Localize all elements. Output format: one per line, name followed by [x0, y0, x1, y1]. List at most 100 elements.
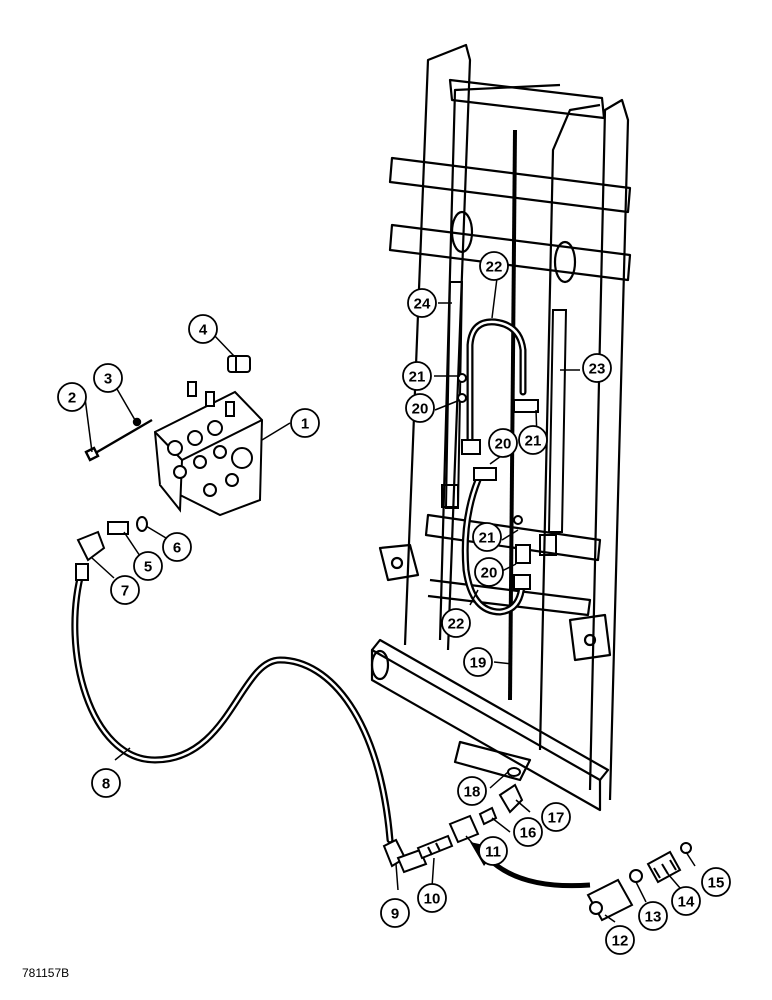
callout-circle — [188, 314, 218, 344]
callout-11: 11 — [478, 836, 508, 866]
leader-lines — [84, 277, 696, 923]
callout-number: 20 — [481, 565, 498, 582]
callout-9: 9 — [380, 898, 410, 928]
callout-circle — [671, 886, 701, 916]
callout-circle — [463, 647, 493, 677]
callout-number: 8 — [102, 776, 110, 793]
figure-id: 781157B — [22, 966, 70, 980]
callout-number: 11 — [485, 844, 501, 861]
callout-13: 13 — [638, 901, 668, 931]
callout-circle — [457, 776, 487, 806]
callout-4: 4 — [188, 314, 218, 344]
callout-circle — [57, 382, 87, 412]
callout-number: 13 — [645, 909, 662, 926]
mast-assembly — [370, 43, 632, 812]
callout-circle — [162, 532, 192, 562]
callout-circle — [93, 363, 123, 393]
callout-21: 21 — [402, 361, 432, 391]
callout-number: 20 — [412, 401, 429, 418]
callout-20: 20 — [488, 428, 518, 458]
callout-number: 22 — [486, 259, 503, 276]
callout-number: 5 — [144, 559, 152, 576]
callout-17: 17 — [541, 802, 571, 832]
callout-number: 20 — [495, 436, 512, 453]
callout-number: 3 — [104, 371, 112, 388]
callout-16: 16 — [513, 817, 543, 847]
callout-3: 3 — [93, 363, 123, 393]
callout-number: 2 — [68, 390, 76, 407]
callout-1: 1 — [290, 408, 320, 438]
callout-22: 22 — [479, 251, 509, 281]
callout-circle — [290, 408, 320, 438]
control-valve — [153, 381, 264, 517]
check-valve-parts — [416, 814, 480, 860]
callout-19: 19 — [463, 647, 493, 677]
callout-number: 4 — [199, 322, 208, 339]
callout-14: 14 — [671, 886, 701, 916]
callout-6: 6 — [162, 532, 192, 562]
callout-circle — [474, 557, 504, 587]
plug-fitting — [227, 355, 251, 373]
long-hose — [71, 566, 394, 844]
callout-7: 7 — [110, 575, 140, 605]
callout-circle — [605, 925, 635, 955]
callout-number: 23 — [589, 361, 606, 378]
hose-end-fittings — [75, 563, 428, 874]
callout-18: 18 — [457, 776, 487, 806]
mounting-bolt — [84, 417, 153, 462]
callout-group: 1234567891011121314151617181920202021212… — [57, 251, 731, 955]
callout-12: 12 — [605, 925, 635, 955]
callout-number: 9 — [391, 906, 399, 923]
callout-circle — [380, 898, 410, 928]
callout-15: 15 — [701, 867, 731, 897]
callout-circle — [472, 522, 502, 552]
callout-number: 7 — [121, 583, 129, 600]
callout-number: 6 — [173, 540, 181, 557]
callout-circle — [513, 817, 543, 847]
callout-number: 21 — [525, 433, 542, 450]
callout-circle — [405, 393, 435, 423]
callout-circle — [478, 836, 508, 866]
callout-circle — [441, 608, 471, 638]
callout-number: 18 — [464, 784, 481, 801]
callout-22: 22 — [441, 608, 471, 638]
callout-circle — [91, 768, 121, 798]
callout-circle — [582, 353, 612, 383]
callout-circle — [417, 883, 447, 913]
callout-number: 16 — [520, 825, 537, 842]
callout-circle — [638, 901, 668, 931]
callout-circle — [110, 575, 140, 605]
callout-24: 24 — [407, 288, 437, 318]
callout-number: 21 — [409, 369, 426, 386]
mast-tee-fittings — [457, 373, 539, 590]
callout-20: 20 — [405, 393, 435, 423]
callout-circle — [488, 428, 518, 458]
callout-circle — [402, 361, 432, 391]
callout-number: 19 — [470, 655, 487, 672]
callout-number: 10 — [424, 891, 441, 908]
callout-number: 1 — [301, 416, 309, 433]
callout-circle — [701, 867, 731, 897]
base-fittings — [478, 767, 524, 826]
callout-10: 10 — [417, 883, 447, 913]
callout-circle — [541, 802, 571, 832]
callout-21: 21 — [472, 522, 502, 552]
callout-number: 14 — [678, 894, 695, 911]
exploded-check-valve — [586, 842, 692, 922]
callout-2: 2 — [57, 382, 87, 412]
callout-8: 8 — [91, 768, 121, 798]
callout-number: 17 — [548, 810, 565, 827]
callout-20: 20 — [474, 557, 504, 587]
callout-number: 22 — [448, 616, 465, 633]
valve-outlet-fittings — [76, 516, 148, 562]
callout-circle — [133, 551, 163, 581]
callout-23: 23 — [582, 353, 612, 383]
callout-circle — [479, 251, 509, 281]
callout-number: 21 — [479, 530, 496, 547]
callout-circle — [407, 288, 437, 318]
callout-circle — [518, 425, 548, 455]
callout-5: 5 — [133, 551, 163, 581]
callout-number: 15 — [708, 875, 725, 892]
callout-21: 21 — [518, 425, 548, 455]
